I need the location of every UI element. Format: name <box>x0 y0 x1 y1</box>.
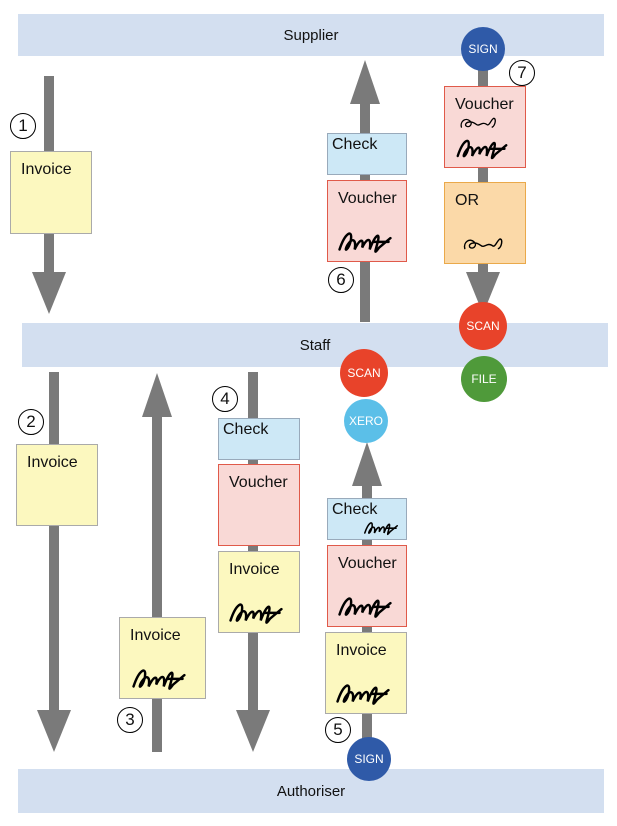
step-number: 7 <box>509 60 535 86</box>
signature-icon <box>449 129 515 165</box>
file-badge: FILE <box>461 356 507 402</box>
doc-label: Voucher <box>338 190 397 207</box>
doc-label: Invoice <box>27 454 78 471</box>
arrow-shaft <box>478 60 488 276</box>
arrow-shaft <box>152 416 162 752</box>
staff-lane: Staff <box>22 323 608 367</box>
doc-label: Invoice <box>229 561 280 578</box>
scan-badge: SCAN <box>459 302 507 350</box>
arrow-shaft <box>49 372 59 712</box>
step-number: 1 <box>10 113 36 139</box>
check-document: Check <box>327 133 407 175</box>
xero-badge: XERO <box>344 399 388 443</box>
invoice-document: Invoice <box>10 151 92 234</box>
signed-voucher-document: Voucher <box>327 180 407 262</box>
voucher-document: Voucher <box>218 464 300 546</box>
step-number: 6 <box>328 267 354 293</box>
signature-icon <box>330 673 396 711</box>
doc-label: Invoice <box>336 642 387 659</box>
signature-icon <box>126 658 192 696</box>
signed-invoice-document: Invoice <box>119 617 206 699</box>
doc-label: Invoice <box>21 161 72 178</box>
down-arrow-head <box>236 710 270 752</box>
doc-label: Voucher <box>455 96 514 113</box>
down-arrow-head <box>32 272 66 314</box>
doc-label: Voucher <box>229 474 288 491</box>
sign-badge: SIGN <box>347 737 391 781</box>
up-arrow-head <box>352 442 382 486</box>
signed-voucher-document: Voucher <box>327 545 407 627</box>
invoice-document: Invoice <box>16 444 98 526</box>
step-number: 4 <box>212 386 238 412</box>
initials-icon <box>459 231 509 255</box>
signed-invoice-document: Invoice <box>218 551 300 633</box>
lane-label: Supplier <box>283 26 339 44</box>
sign-badge: SIGN <box>461 27 505 71</box>
step-number: 5 <box>325 717 351 743</box>
doc-label: OR <box>455 192 479 209</box>
signed-voucher-document: Voucher <box>444 86 526 168</box>
doc-label: Voucher <box>338 555 397 572</box>
doc-label: Invoice <box>130 627 181 644</box>
signature-icon <box>223 592 289 630</box>
step-number: 3 <box>117 707 143 733</box>
lane-label: Authoriser <box>276 782 346 800</box>
signature-icon <box>332 586 398 624</box>
step-number: 2 <box>18 409 44 435</box>
signature-icon <box>332 221 398 259</box>
authoriser-lane: Authoriser <box>18 769 604 813</box>
doc-label: Check <box>223 421 269 438</box>
up-arrow-head <box>350 60 380 104</box>
supplier-lane: Supplier <box>18 14 604 56</box>
official-receipt-document: OR <box>444 182 526 264</box>
down-arrow-head <box>37 710 71 752</box>
doc-label: Check <box>332 501 378 518</box>
signature-icon <box>358 515 404 539</box>
scan-badge: SCAN <box>340 349 388 397</box>
up-arrow-head <box>142 373 172 417</box>
signed-invoice-document: Invoice <box>325 632 407 714</box>
doc-label: Check <box>332 136 378 153</box>
check-document: Check <box>218 418 300 460</box>
lane-label: Staff <box>299 336 331 354</box>
signed-check-document: Check <box>327 498 407 540</box>
